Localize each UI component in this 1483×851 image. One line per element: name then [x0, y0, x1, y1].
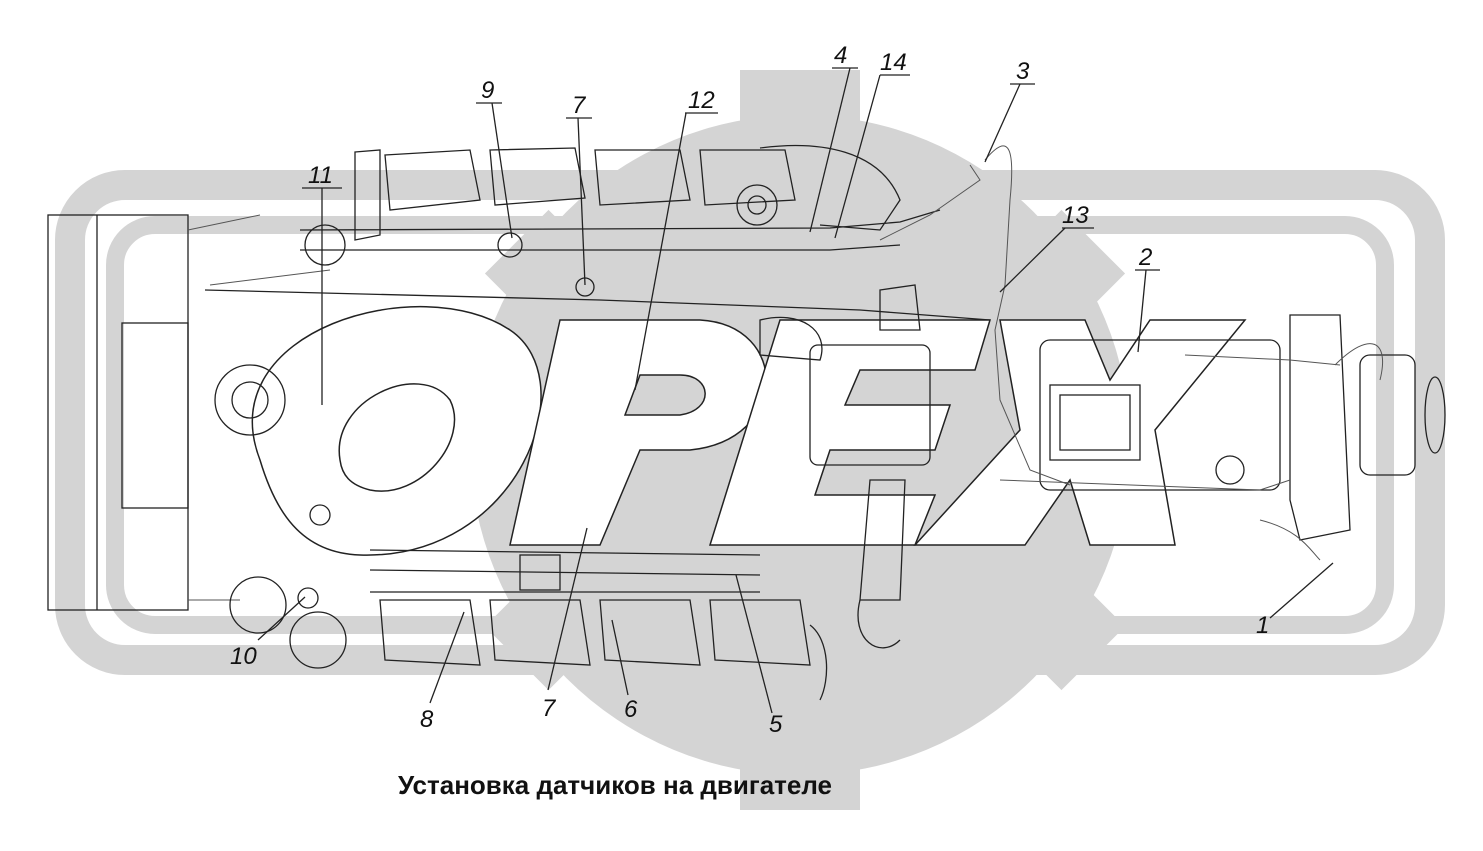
callout-7-bottom: 7 [542, 527, 588, 722]
callout-5: 5 [735, 574, 783, 738]
callout-2: 2 [1135, 244, 1160, 353]
callout-7-top: 7 [566, 92, 592, 286]
callout-10: 10 [230, 596, 306, 670]
callout-1: 1 [1256, 562, 1334, 639]
callouts: 1 2 3 4 5 6 7 [230, 42, 1334, 738]
callout-label-2: 2 [1138, 244, 1152, 271]
callout-12: 12 [634, 87, 718, 391]
callout-8: 8 [420, 611, 465, 733]
callout-label-14: 14 [880, 49, 907, 76]
figure-caption: Установка датчиков на двигателе [398, 770, 832, 800]
cylinder-heads-top [354, 144, 901, 241]
callout-label-6: 6 [624, 696, 638, 723]
callout-label-10: 10 [230, 643, 257, 670]
callout-label-13: 13 [1062, 202, 1089, 229]
callout-14: 14 [834, 49, 910, 239]
callout-3: 3 [984, 58, 1035, 163]
watermark-frame-outer [55, 170, 1445, 675]
cylinder-heads-bottom [379, 599, 811, 666]
watermark-letters [251, 305, 1247, 556]
callout-label-11: 11 [308, 162, 333, 189]
callout-9: 9 [476, 77, 513, 239]
callout-label-3: 3 [1016, 58, 1030, 85]
callout-13: 13 [999, 202, 1094, 293]
engine-drawing [47, 144, 1446, 701]
callout-label-7-bottom: 7 [542, 695, 557, 722]
callout-6: 6 [611, 619, 638, 723]
callout-label-8: 8 [420, 706, 434, 733]
gearbox [999, 314, 1446, 541]
callout-label-5: 5 [769, 711, 783, 738]
callout-label-4: 4 [834, 42, 847, 69]
callout-4: 4 [809, 42, 858, 233]
callout-label-12: 12 [688, 87, 715, 114]
callout-11: 11 [302, 162, 342, 405]
callout-label-9: 9 [481, 77, 494, 104]
watermark-logo [55, 70, 1445, 810]
watermark-frame-inner [106, 216, 1394, 634]
callout-label-7-top: 7 [572, 92, 587, 119]
callout-label-1: 1 [1256, 612, 1269, 639]
